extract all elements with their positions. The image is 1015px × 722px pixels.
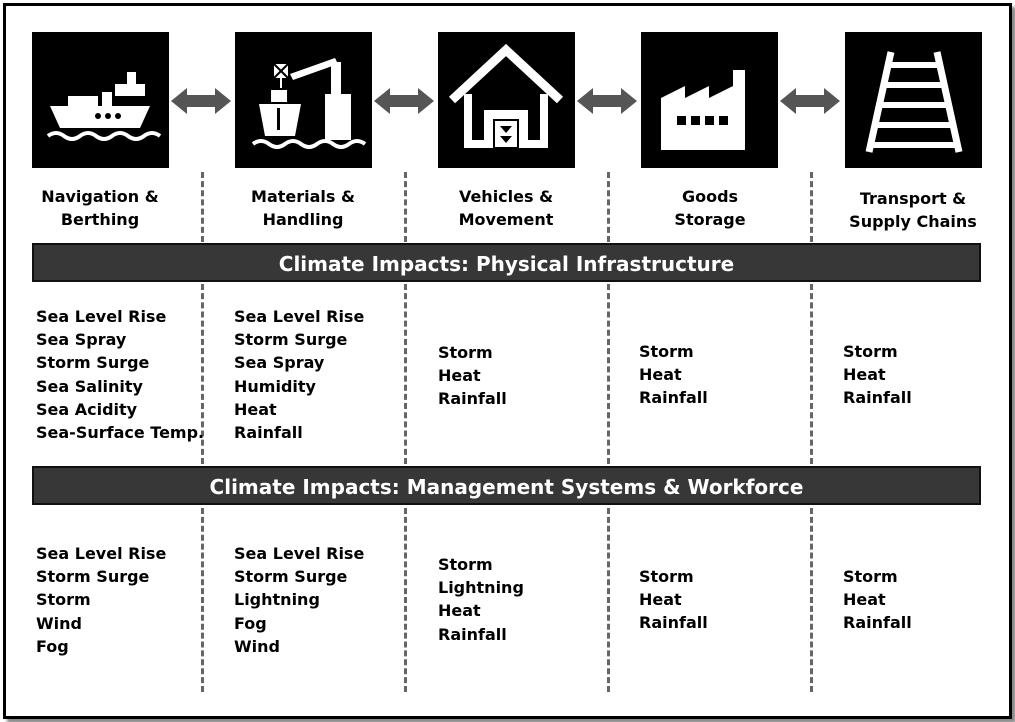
list-item: Humidity [234,376,316,396]
physical-list-navigation: Sea Level Rise Sea Spray Storm Surge Sea… [36,305,204,444]
list-item: Storm Surge [234,567,348,587]
column-label-goods: Goods Storage [674,187,746,229]
list-item: Storm [639,567,694,586]
list-item: Heat [438,366,481,386]
list-item: Sea Acidity [36,399,138,419]
list-item: Rainfall [234,422,303,442]
list-item: Rainfall [639,388,708,408]
crane-icon [235,32,372,168]
warehouse-icon [438,32,575,168]
list-item: Sea Salinity [36,376,143,396]
management-list-vehicles: Storm Lightning Heat Rainfall [438,553,524,646]
list-item: Heat [843,590,886,610]
list-item: Storm [639,342,694,361]
column-divider [607,284,610,464]
column-divider [810,284,813,464]
list-item: Heat [639,365,682,385]
list-item: Heat [843,365,886,385]
list-item: Storm [438,343,493,362]
column-divider [810,172,813,242]
list-item: Lightning [438,578,524,598]
double-arrow-icon [577,86,637,116]
factory-icon [641,32,778,168]
railway-icon [845,32,982,168]
list-item: Rainfall [843,613,912,633]
column-divider [404,284,407,464]
list-item: Heat [438,601,481,621]
list-item: Sea Spray [36,330,127,350]
list-item: Rainfall [438,624,507,644]
list-item: Sea Spray [234,353,325,373]
band-physical-infrastructure: Climate Impacts: Physical Infrastructure [32,243,981,282]
double-arrow-icon [780,86,840,116]
physical-list-transport: Storm Heat Rainfall [843,340,912,410]
list-item: Storm Surge [234,330,348,350]
column-label-transport: Transport & Supply Chains [849,189,977,231]
physical-list-goods: Storm Heat Rainfall [639,340,708,410]
list-item: Rainfall [639,613,708,633]
list-item: Rainfall [843,388,912,408]
list-item: Heat [639,590,682,610]
double-arrow-icon [171,86,231,116]
list-item: Storm [843,567,898,586]
physical-list-materials: Sea Level Rise Storm Surge Sea Spray Hum… [234,305,364,444]
list-item: Storm [438,555,493,574]
list-item: Storm [36,590,91,610]
list-item: Heat [234,399,277,419]
management-list-goods: Storm Heat Rainfall [639,565,708,635]
list-item: Fog [36,636,69,656]
management-list-navigation: Sea Level Rise Storm Surge Storm Wind Fo… [36,542,166,658]
list-item: Rainfall [438,389,507,409]
list-item: Sea Level Rise [234,544,365,563]
column-label-materials: Materials & Handling [251,187,355,229]
column-divider [607,172,610,242]
column-divider [607,508,610,692]
list-item: Sea Level Rise [36,307,167,326]
list-item: Storm Surge [36,567,150,587]
column-label-navigation: Navigation & Berthing [41,187,159,229]
column-divider [201,284,204,464]
management-list-materials: Sea Level Rise Storm Surge Lightning Fog… [234,542,364,658]
list-item: Sea Level Rise [234,307,365,326]
list-item: Wind [36,613,82,633]
list-item: Storm [843,342,898,361]
management-list-transport: Storm Heat Rainfall [843,565,912,635]
ship-icon [32,32,169,168]
band-management-workforce: Climate Impacts: Management Systems & Wo… [32,466,981,505]
column-divider [201,172,204,242]
list-item: Sea-Surface Temp. [36,422,205,442]
list-item: Storm Surge [36,353,150,373]
list-item: Lightning [234,590,320,610]
column-divider [404,508,407,692]
column-divider [404,172,407,242]
list-item: Wind [234,636,280,656]
list-item: Sea Level Rise [36,544,167,563]
column-label-vehicles: Vehicles & Movement [458,187,554,229]
column-divider [201,508,204,692]
double-arrow-icon [374,86,434,116]
column-divider [810,508,813,692]
list-item: Fog [234,613,267,633]
physical-list-vehicles: Storm Heat Rainfall [438,341,507,411]
